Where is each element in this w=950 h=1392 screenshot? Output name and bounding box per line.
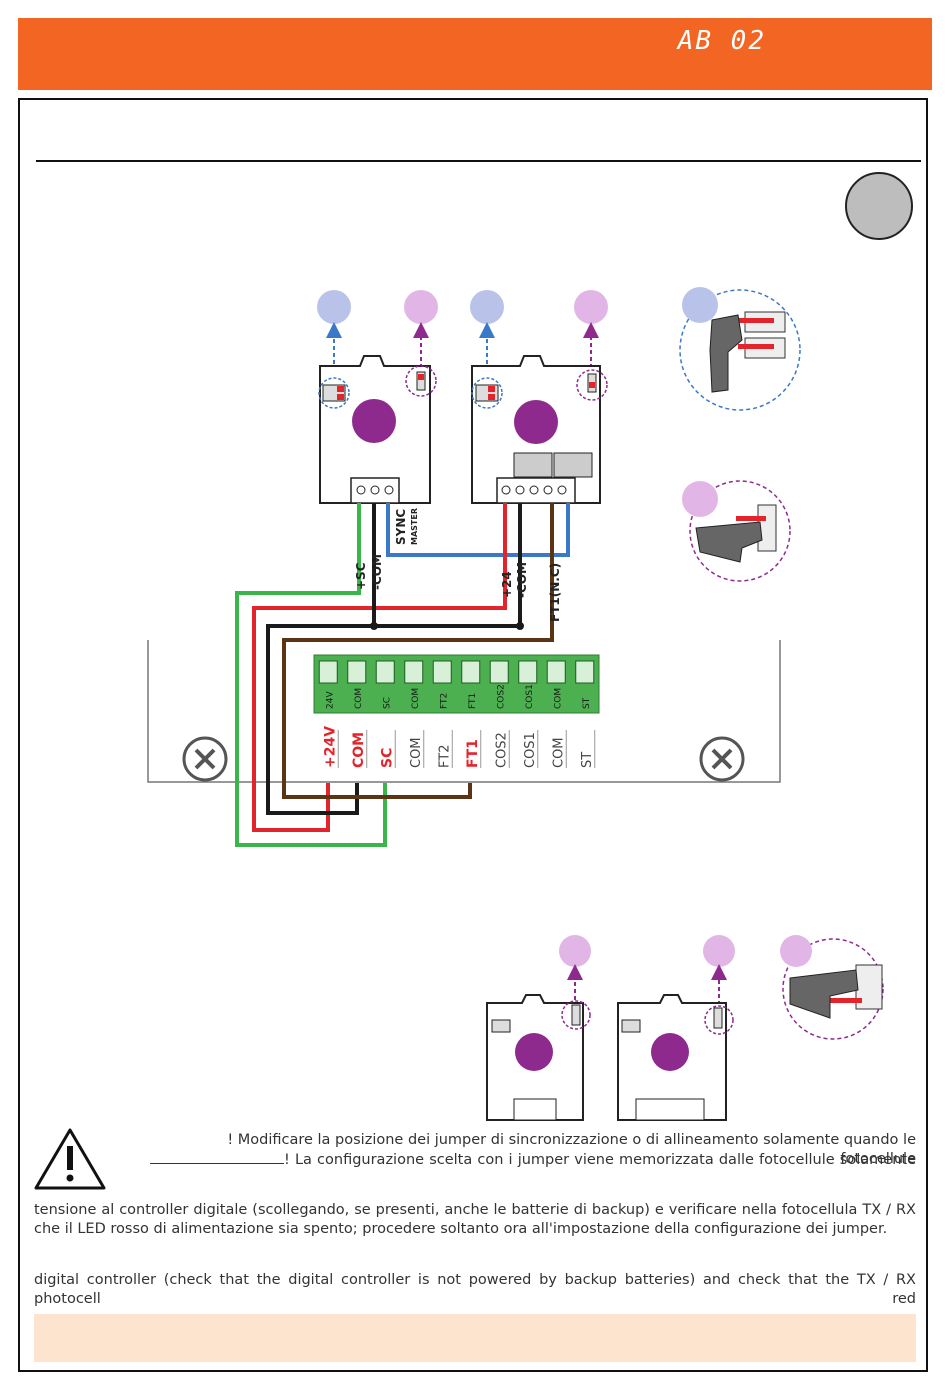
jumper-icon <box>780 935 884 1040</box>
photocell-tx-board <box>471 355 608 504</box>
tx-indicator-dot <box>317 290 351 324</box>
photocell-rx-board <box>318 355 437 504</box>
jumper-icon <box>679 287 801 411</box>
rx-wire-label: +SC <box>354 562 368 590</box>
terminal-screw <box>546 660 566 684</box>
terminal-label: COS2 <box>496 684 506 709</box>
warning-triangle-icon <box>34 1128 106 1190</box>
warning-text-line1: ! Modificare la posizione dei jumper di … <box>227 1132 916 1167</box>
rx-indicator-dot <box>559 935 591 967</box>
terminal-label: COS1 <box>525 684 535 709</box>
model-code: AB 02 <box>677 26 766 56</box>
sync-label: SYNC <box>394 509 408 545</box>
title-rule <box>36 160 921 162</box>
terminal-name: +24V <box>322 726 338 768</box>
page-frame <box>18 98 928 1372</box>
tx-wire-label: -COM <box>515 562 529 598</box>
warning-text-line4: digital controller (check that the digit… <box>34 1272 916 1307</box>
terminal-screw <box>347 660 367 684</box>
terminal-label: COM <box>553 688 563 709</box>
terminal-screw <box>318 660 338 684</box>
tx-indicator-dot <box>470 290 504 324</box>
warning-text-line2: ! La configurazione scelta con i jumper … <box>150 1150 916 1170</box>
terminal-label: FT1 <box>468 693 478 709</box>
header-bar <box>18 18 932 90</box>
terminal-name: COM <box>351 732 367 768</box>
terminal-name: FT2 <box>437 745 452 768</box>
text-blank <box>150 1150 284 1164</box>
rx-indicator-dot <box>703 935 735 967</box>
warning-text-line2-content: ! La configurazione scelta con i jumper … <box>284 1152 916 1168</box>
terminal-screw <box>518 660 538 684</box>
terminal-label: COM <box>411 688 421 709</box>
tx-wire-label: +24 <box>500 571 514 598</box>
master-label: MASTER <box>410 508 419 545</box>
terminal-name: FT1 <box>465 739 481 768</box>
terminal-block: 24V+24VCOMCOMSCSCCOMCOMFT2FT2FT1FT1COS2C… <box>313 654 600 768</box>
rx-wire-label: -COM <box>370 554 384 590</box>
rx-indicator-dot <box>404 290 438 324</box>
terminal-name: ST <box>580 752 595 768</box>
step-number-circle <box>845 172 913 240</box>
terminal-label: SC <box>382 697 392 709</box>
jumper-icon <box>682 480 791 582</box>
screw-icon <box>182 736 228 782</box>
terminal-screw <box>432 660 452 684</box>
terminal-name: COM <box>551 737 566 768</box>
terminal-name: SC <box>379 748 395 768</box>
tx-wire-label: FT1(N.C) <box>548 563 562 622</box>
terminal-label: 24V <box>325 691 335 709</box>
warning-text-line3: tensione al controller digitale (scolleg… <box>34 1202 916 1237</box>
terminal-label: FT2 <box>439 693 449 709</box>
terminal-screw <box>375 660 395 684</box>
terminal-label: ST <box>582 697 592 709</box>
terminal-name: COS1 <box>523 732 538 768</box>
terminal-screw <box>461 660 481 684</box>
terminal-name: COM <box>409 737 424 768</box>
terminal-screw <box>575 660 595 684</box>
terminal-screw <box>404 660 424 684</box>
terminal-screw <box>489 660 509 684</box>
photocell-rx-small <box>486 994 591 1121</box>
terminal-label: COM <box>354 688 364 709</box>
note-bar <box>34 1314 916 1362</box>
terminal-name: COS2 <box>494 732 509 768</box>
photocell-tx-small <box>617 994 734 1121</box>
screw-icon <box>699 736 745 782</box>
rx-indicator-dot <box>574 290 608 324</box>
